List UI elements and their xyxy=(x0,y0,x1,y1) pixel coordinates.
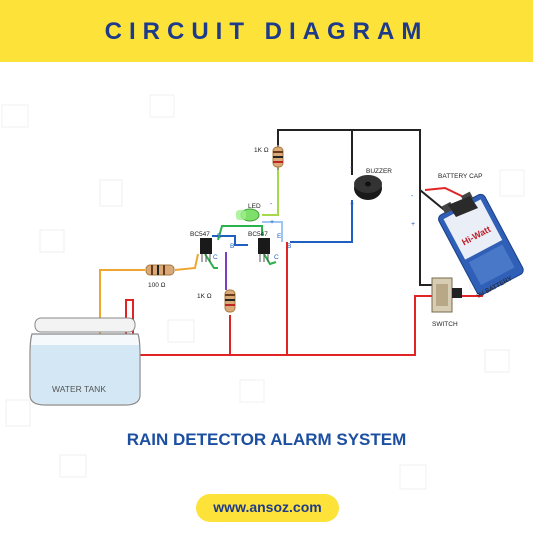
label-switch: SWITCH xyxy=(432,321,458,328)
url-pill xyxy=(196,494,339,522)
label-buzzer: BUZZER xyxy=(366,168,392,175)
led xyxy=(236,208,260,222)
resistor-100 xyxy=(145,264,175,276)
label-q1-b: B xyxy=(230,243,234,250)
resistor-1k-top xyxy=(272,145,284,170)
label-water-tank: WATER TANK xyxy=(52,384,106,394)
wire-orange-base xyxy=(174,253,199,271)
wire-blue-buzzer xyxy=(290,200,353,243)
wire-green-q xyxy=(217,225,263,241)
buzzer xyxy=(354,175,382,200)
page-title: CIRCUIT DIAGRAM xyxy=(104,18,429,45)
wire-blue-q1 xyxy=(212,235,248,246)
label-led-minus: - xyxy=(270,201,273,208)
switch xyxy=(431,277,462,313)
wire-black-top xyxy=(277,129,449,214)
label-battery-minus: - xyxy=(411,193,414,200)
label-q2-b: B xyxy=(287,243,291,250)
label-q2-c: C xyxy=(274,254,279,261)
wire-red-bottom xyxy=(125,295,432,360)
transistor-q1 xyxy=(200,238,212,262)
label-q1-e: E xyxy=(217,233,222,240)
wire-green-q2 xyxy=(263,253,277,266)
wire-green-q1 xyxy=(204,253,218,269)
label-led-plus: + xyxy=(270,219,274,226)
battery-cap xyxy=(448,196,478,217)
label-buzzer-plus: + xyxy=(350,201,354,208)
label-battery-cap: BATTERY CAP xyxy=(438,173,482,180)
wire-black-switch xyxy=(419,190,432,286)
water-tank xyxy=(29,317,141,406)
wire-lightgreen-led xyxy=(262,165,279,216)
transistor-q2 xyxy=(258,238,270,262)
label-r1k-top: 1K Ω xyxy=(254,147,269,154)
label-buzzer-minus: - xyxy=(350,165,353,172)
header-band xyxy=(0,0,533,62)
label-q2: BC547 xyxy=(248,231,268,238)
wire-led-return xyxy=(262,221,283,242)
label-q1: BC547 xyxy=(190,231,210,238)
label-battery-plus: + xyxy=(411,221,415,228)
diagram-subtitle: RAIN DETECTOR ALARM SYSTEM xyxy=(126,430,407,449)
label-r1k-bottom: 1K Ω xyxy=(197,293,212,300)
label-q2-e: E xyxy=(277,233,282,240)
resistor-1k-bottom xyxy=(224,289,236,313)
label-q1-c: C xyxy=(213,254,218,261)
label-led: LED xyxy=(248,203,261,210)
website-link[interactable]: www.ansoz.com xyxy=(213,499,322,515)
label-r100: 100 Ω xyxy=(148,282,166,289)
